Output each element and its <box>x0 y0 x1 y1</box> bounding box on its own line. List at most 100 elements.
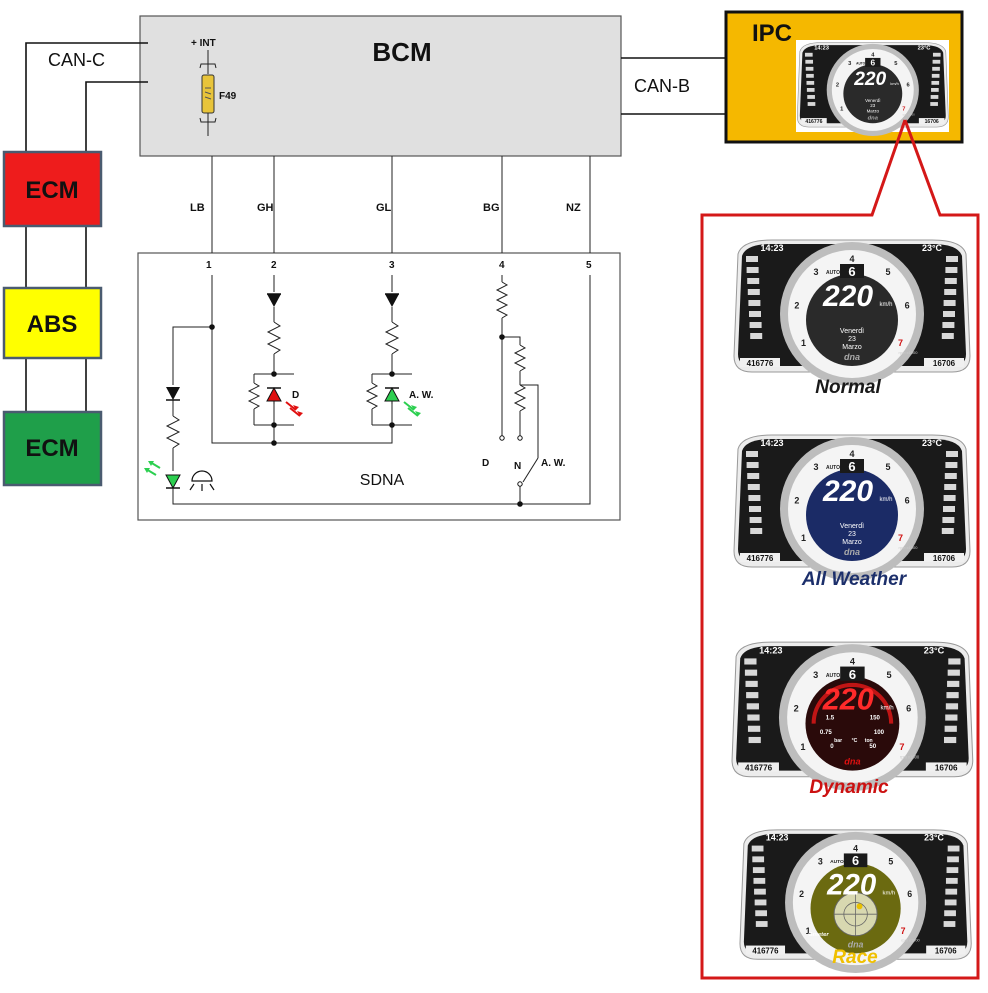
gauge-segment <box>943 736 957 744</box>
tach-number: 4 <box>850 657 856 667</box>
cluster-time: 14:23 <box>760 243 783 253</box>
gear-box <box>840 264 864 278</box>
tach-number: 1 <box>800 742 805 752</box>
cluster-trip: 16706 <box>933 554 956 563</box>
cluster-gear: 6 <box>848 459 855 474</box>
cluster-odometer: 416776 <box>747 359 774 368</box>
gauge-segment <box>807 102 816 106</box>
cluster-rpm-unit: rpm x1000 <box>899 350 919 355</box>
cluster-gear-mode: AUTO <box>830 859 844 865</box>
gauge-segment <box>945 267 958 273</box>
gauge-segment <box>944 278 957 284</box>
pin-4: 4 <box>499 260 505 271</box>
tach-number: 1 <box>806 926 811 936</box>
tach-number: 4 <box>849 449 854 459</box>
tach-number: 2 <box>794 704 799 714</box>
cluster-brand: dna <box>844 352 860 362</box>
green-indicator-led-icon <box>144 461 181 490</box>
gauge-segment <box>947 680 960 687</box>
gauge-segment <box>748 300 761 306</box>
gauge-segment <box>931 73 940 78</box>
trip-box <box>924 358 964 367</box>
gauge-segment <box>747 473 760 479</box>
cluster-trip: 16706 <box>933 359 956 368</box>
mode-label-all-weather: All Weather <box>801 569 908 590</box>
gauge-segment <box>944 910 956 917</box>
cluster-time: 14:23 <box>759 645 782 655</box>
cluster-day: Venerdì <box>840 523 864 530</box>
tach-number: 6 <box>907 889 912 899</box>
ipc-label: IPC <box>752 20 792 47</box>
tach-number: 3 <box>848 61 851 67</box>
wire-label-bg: BG <box>483 202 500 214</box>
fuse-f49: + INT F49 <box>191 38 237 136</box>
gauge-segment <box>944 484 957 490</box>
cluster-odometer: 416776 <box>745 764 773 773</box>
dynamic-unit: °C <box>852 738 858 744</box>
switch-aw-label: A. W. <box>541 458 566 469</box>
gauge-segment <box>749 517 762 523</box>
gauge-segment <box>747 484 760 490</box>
cluster-trip: 16706 <box>925 119 939 125</box>
gauge-segment <box>748 495 761 501</box>
gauge-segment <box>752 867 765 874</box>
cluster-odometer: 416776 <box>752 946 779 955</box>
cluster-gear-mode: AUTO <box>826 673 840 679</box>
diode-icon <box>267 293 281 307</box>
pin-1: 1 <box>206 260 212 271</box>
gauge-segment <box>941 528 954 534</box>
gauge-segment <box>943 300 956 306</box>
odometer-box <box>740 553 780 562</box>
cluster-trip: 16706 <box>935 764 958 773</box>
gauge-segment <box>946 867 959 874</box>
abs-label: ABS <box>27 311 78 338</box>
fuse-name-label: F49 <box>219 91 237 102</box>
gauge-segment <box>947 856 959 863</box>
ecm-top-box <box>2 150 103 228</box>
gauge-segment <box>750 528 763 534</box>
tach-number: 7 <box>902 106 905 112</box>
tach-number: 1 <box>801 338 806 348</box>
tach-number: 7 <box>901 926 906 936</box>
cluster-month: Marzo <box>867 108 880 113</box>
gauge-segment <box>805 59 814 64</box>
dynamic-scale: 0.75 <box>820 729 832 736</box>
dynamic-scale: 50 <box>869 743 876 750</box>
gauge-segment <box>745 680 758 687</box>
gear-box <box>840 459 864 473</box>
tach-number: 1 <box>840 106 844 112</box>
cluster-speed-unit: km/h <box>880 704 893 711</box>
wire-label-nz: NZ <box>566 202 581 214</box>
pin-2: 2 <box>271 260 277 271</box>
gauge-segment <box>944 473 957 479</box>
gauge-segment <box>806 80 815 85</box>
cluster-time: 14:23 <box>760 438 783 448</box>
trip-box <box>926 945 966 955</box>
tach-number: 4 <box>871 53 875 59</box>
cluster-day: Venerdì <box>840 328 864 335</box>
tach-number: 6 <box>905 495 910 505</box>
gauge-segment <box>751 845 764 852</box>
gauge-segment <box>744 669 758 676</box>
odometer-box <box>740 358 780 367</box>
gauge-segment <box>945 462 958 468</box>
gauge-segment <box>930 102 938 106</box>
tach-number: 4 <box>849 254 854 264</box>
wire-label-lb: LB <box>190 202 205 214</box>
tach-number: 4 <box>853 843 858 853</box>
pin-3: 3 <box>389 260 395 271</box>
cluster-date: 23 <box>848 531 856 538</box>
gauge-segment <box>945 714 958 721</box>
green-led-icon <box>384 386 421 417</box>
cluster-gear-mode: AUTO <box>826 465 840 471</box>
gear-box <box>843 853 868 868</box>
gauge-segment <box>931 80 940 85</box>
gauge-segment <box>944 899 957 906</box>
tach-number: 2 <box>794 495 799 505</box>
dynamic-scale: 0 <box>830 743 834 750</box>
tach-number: 7 <box>898 338 903 348</box>
